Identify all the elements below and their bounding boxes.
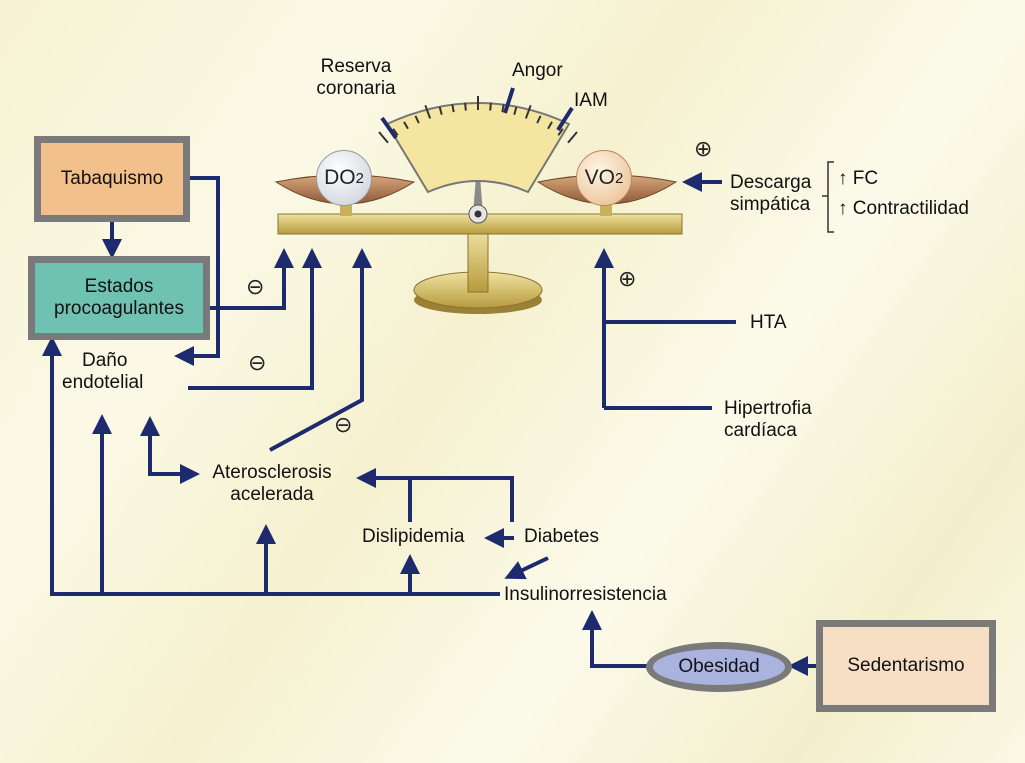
aterosclerosis-label: Aterosclerosis acelerada <box>200 462 344 506</box>
descarga-line1: Descarga <box>730 172 812 193</box>
gauge-tick <box>438 106 443 116</box>
sedentarismo-label: Sedentarismo <box>847 655 965 676</box>
arrow-insulino-estados <box>42 336 500 596</box>
gauge-tick <box>524 104 532 119</box>
gauge-tick <box>489 102 492 111</box>
gauge-tick <box>536 115 542 124</box>
obesidad-label: Obesidad <box>678 656 760 677</box>
diabetes-label: Diabetes <box>524 526 599 547</box>
gauge-tick <box>392 128 399 136</box>
gauge-marker-angor <box>503 87 515 114</box>
scale-needle <box>473 152 483 214</box>
plus-sign-hta: ⊕ <box>618 266 637 291</box>
reserva-line1: Reserva <box>320 56 392 77</box>
gauge-tick <box>451 104 455 113</box>
plus-sign-descarga: ⊕ <box>694 136 713 161</box>
descarga-simpatica-label: Descarga simpática <box>730 172 811 216</box>
ateros-line1: Aterosclerosis <box>212 462 332 483</box>
scale-column <box>467 229 489 293</box>
arrow-tabaquismo-dano <box>174 176 220 366</box>
gauge-tick <box>424 104 432 119</box>
dano-line2: endotelial <box>62 372 144 393</box>
do2-sub: 2 <box>355 169 364 187</box>
fc-label: ↑ FC <box>838 168 879 189</box>
reserva-coronaria-label: Reserva coronaria <box>306 56 406 100</box>
tabaquismo-box: Tabaquismo <box>34 136 190 222</box>
estados-procoagulantes-box: Estados procoagulantes <box>28 256 210 340</box>
gauge-tick <box>414 115 420 124</box>
sedentarismo-box: Sedentarismo <box>816 620 996 712</box>
gauge-face <box>385 102 571 194</box>
arrow-diabetes-insulino <box>504 556 549 580</box>
gauge-tick <box>464 102 467 111</box>
estados-label-1: Estados <box>84 276 154 297</box>
estados-label-2: procoagulantes <box>54 298 184 319</box>
hipertrofia-label: Hipertrofia cardíaca <box>724 398 812 442</box>
angor-label: Angor <box>512 60 563 81</box>
insulinorresistencia-label: Insulinorresistencia <box>504 584 667 605</box>
connectors <box>42 172 816 676</box>
obesidad-ellipse: Obesidad <box>646 642 792 692</box>
minus-sign-ateros: ⊖ <box>334 412 353 437</box>
gauge-marker-iam <box>556 106 574 132</box>
arrow-dano-do2 <box>188 248 322 390</box>
ateros-line2: acelerada <box>230 484 314 505</box>
gauge-tick <box>501 104 505 113</box>
gauge-tick <box>378 131 389 144</box>
gauge-tick <box>567 131 578 144</box>
arrow-ateros-do2 <box>269 248 372 452</box>
dislipidemia-label: Dislipidemia <box>362 526 465 547</box>
line-diabetes-ateros <box>410 476 514 522</box>
gauge <box>378 87 578 194</box>
descarga-line2: simpática <box>730 194 811 215</box>
bracket <box>822 161 834 233</box>
do2-main: DO <box>324 166 356 189</box>
minus-sign-dano: ⊖ <box>248 350 267 375</box>
arrow-estados-do2 <box>210 248 294 310</box>
dano-line1: Daño <box>82 350 128 371</box>
hipertrofia-line1: Hipertrofia <box>724 398 812 419</box>
gauge-tick <box>403 121 409 130</box>
hta-label: HTA <box>750 312 787 333</box>
vo2-main: VO <box>584 166 615 189</box>
vo2-sub: 2 <box>615 169 624 187</box>
arrow-dano-ateros <box>140 416 200 484</box>
iam-label: IAM <box>574 90 608 111</box>
tabaquismo-label: Tabaquismo <box>60 168 164 189</box>
gauge-tick <box>547 121 553 130</box>
gauge-tick <box>557 128 564 136</box>
arrow-obesidad-insulino <box>582 610 650 668</box>
minus-sign-estados: ⊖ <box>246 274 265 299</box>
arrow-dislipidemia-ateros <box>356 468 412 522</box>
dano-endotelial-label: Daño endotelial <box>62 350 143 394</box>
hipertrofia-line2: cardíaca <box>724 420 797 441</box>
reserva-line2: coronaria <box>316 78 396 99</box>
contractilidad-label: ↑ Contractilidad <box>838 198 969 219</box>
gauge-marker-reserva <box>380 116 398 140</box>
gauge-tick <box>513 106 518 116</box>
